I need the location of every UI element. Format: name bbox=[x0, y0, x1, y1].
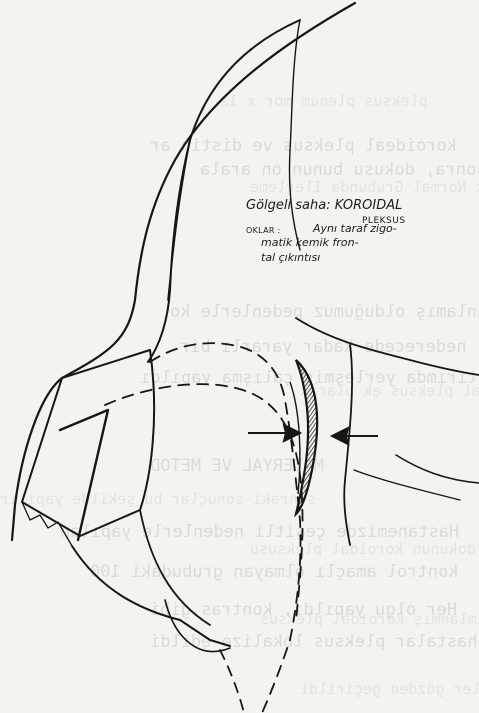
arrows-legend-line3: tal çıkıntısı bbox=[261, 251, 320, 264]
outer-bone-contour bbox=[12, 3, 355, 540]
zygomatic-line bbox=[60, 410, 108, 540]
right-edge-contour bbox=[396, 455, 479, 483]
orbit-dashed-contour bbox=[150, 343, 301, 713]
lower-dashed-contour bbox=[220, 650, 244, 713]
arrows-legend-line1: Aynı taraf zigo- bbox=[313, 222, 397, 235]
maxilla-bottom bbox=[22, 502, 72, 546]
arrows-legend-key: OKLAR : bbox=[246, 226, 281, 235]
arrows-legend-line2: matik kemik fron- bbox=[261, 236, 359, 249]
mandible-outline bbox=[72, 546, 230, 646]
jaw-lower-contour bbox=[140, 510, 210, 625]
inner-orbital-contour bbox=[148, 20, 300, 362]
orbit-dashed-inner bbox=[105, 384, 303, 620]
shaded-area-legend: Gölgeli saha: KOROIDAL bbox=[246, 198, 402, 213]
right-lower-contour bbox=[354, 470, 460, 500]
frontal-process-contour bbox=[296, 318, 479, 375]
maxilla-outline bbox=[22, 350, 154, 536]
orbital-rim-line bbox=[289, 20, 300, 250]
right-arrow-head bbox=[332, 428, 348, 444]
